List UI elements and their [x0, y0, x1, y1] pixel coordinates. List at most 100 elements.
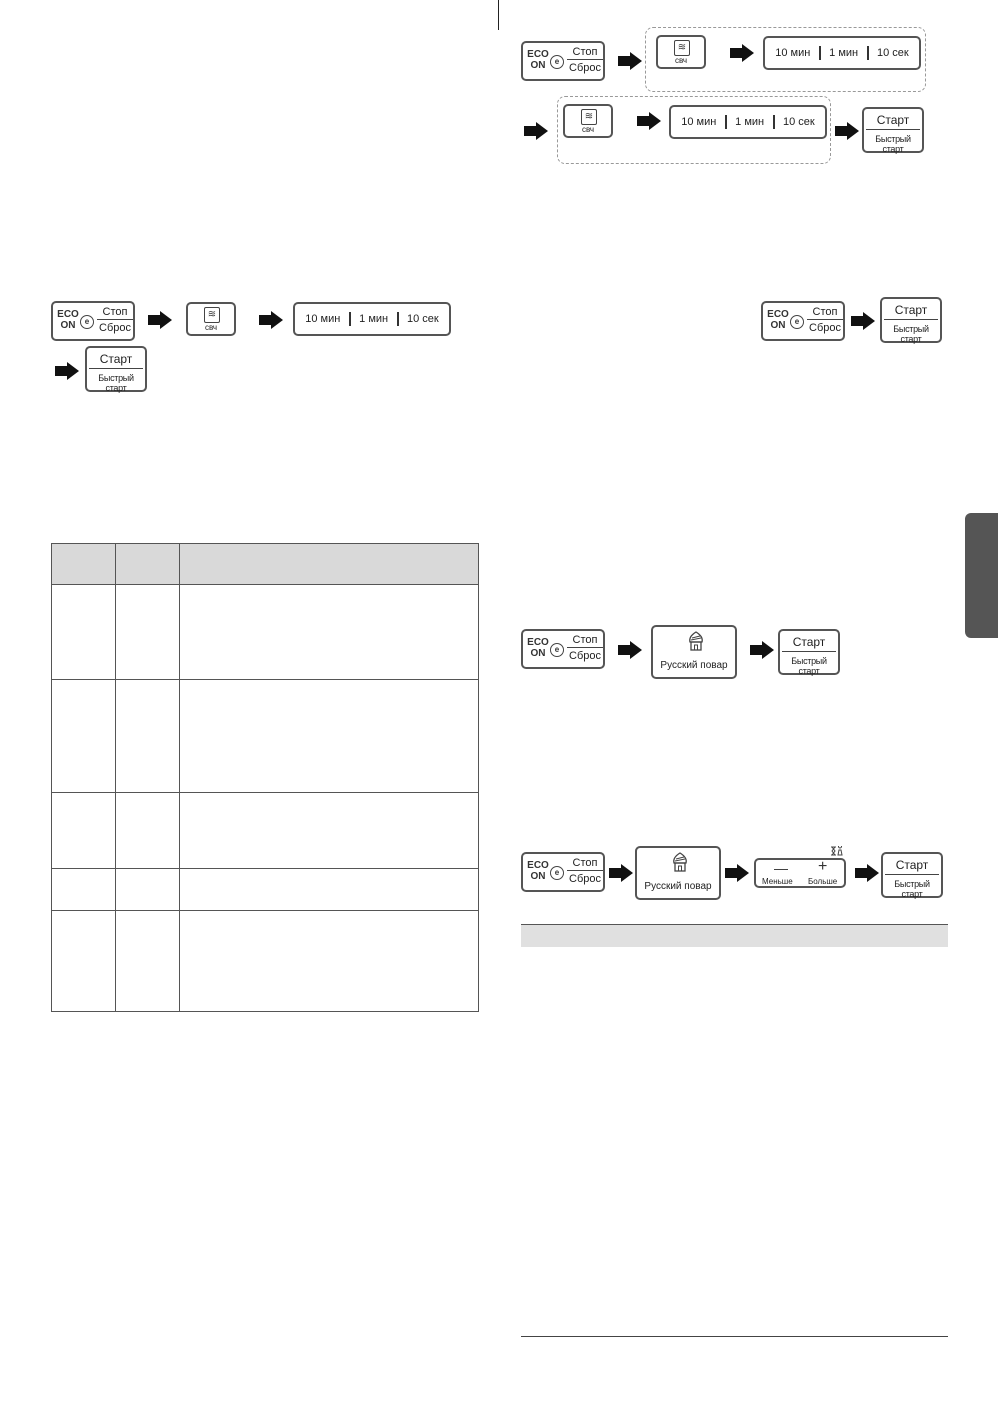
microwave-button[interactable]: ≋ свч [656, 35, 706, 69]
time-1min-label[interactable]: 1 мин [359, 313, 389, 325]
russian-chef-button[interactable]: Русский повар [651, 625, 737, 679]
stop-reset-button[interactable]: ECO ON e Стоп Сброс [521, 41, 605, 81]
start-label: Старт [89, 352, 143, 369]
arrow-right-icon [55, 362, 79, 380]
table-cell [115, 910, 180, 1012]
separator [772, 115, 775, 129]
stop-label: Стоп [807, 306, 843, 320]
reset-label: Сброс [569, 62, 601, 74]
eco-on-label: ECO ON [527, 637, 549, 659]
separator [348, 312, 351, 326]
table-cell [179, 584, 479, 680]
table-cell [115, 792, 180, 869]
eco-icon: e [790, 315, 804, 329]
stop-label: Стоп [97, 306, 133, 320]
time-10min-label[interactable]: 10 мин [775, 47, 811, 59]
stop-reset-button[interactable]: ECO ON e Стоп Сброс [521, 629, 605, 669]
time-1min-label[interactable]: 1 мин [735, 116, 765, 128]
microwave-icon: ≋ [204, 307, 220, 323]
table-header-cell [51, 543, 116, 585]
stop-reset-button[interactable]: ECO ON e Стоп Сброс [761, 301, 845, 341]
plus-icon[interactable]: + [818, 858, 828, 875]
stop-reset-button[interactable]: ECO ON e Стоп Сброс [521, 852, 605, 892]
arrow-right-icon [618, 52, 642, 70]
start-label: Старт [885, 858, 939, 875]
russian-chef-label: Русский повар [660, 660, 728, 671]
time-buttons[interactable]: 10 мин 1 мин 10 сек [763, 36, 921, 70]
minus-icon[interactable]: — [774, 860, 788, 876]
eco-on-label: ECO ON [527, 860, 549, 882]
time-buttons[interactable]: 10 мин 1 мин 10 сек [669, 105, 827, 139]
quick-start-label: Быстрый старт [875, 134, 911, 154]
table-cell [179, 792, 479, 869]
eco-icon: e [550, 643, 564, 657]
repeat-group-frame [557, 96, 831, 164]
less-more-button[interactable]: — + Меньше Больше [754, 858, 846, 888]
microwave-label: свч [204, 323, 218, 332]
start-button[interactable]: Старт Быстрый старт [778, 629, 840, 676]
time-10min-label[interactable]: 10 мин [305, 313, 341, 325]
table-row [51, 910, 479, 1012]
quick-start-label: Быстрый старт [98, 373, 134, 393]
arrow-right-icon [730, 44, 754, 62]
microwave-button[interactable]: ≋ свч [186, 302, 236, 336]
separator [866, 46, 869, 60]
start-button[interactable]: Старт Быстрый старт [881, 852, 943, 899]
arrow-right-icon [637, 112, 661, 130]
arrow-right-icon [750, 641, 774, 659]
start-button[interactable]: Старт Быстрый старт [880, 297, 942, 344]
eco-on-label: ECO ON [767, 309, 789, 331]
less-label: Меньше [762, 877, 793, 886]
arrow-right-icon [524, 122, 548, 140]
table-cell [179, 679, 479, 793]
stop-label: Стоп [567, 46, 603, 60]
quick-start-label: Быстрый старт [893, 324, 929, 344]
microwave-button[interactable]: ≋ свч [563, 104, 613, 138]
arrow-right-icon [618, 641, 642, 659]
start-button[interactable]: Старт Быстрый старт [85, 346, 147, 393]
microwave-icon: ≋ [674, 40, 690, 56]
microwave-icon: ≋ [581, 109, 597, 125]
arrow-right-icon [851, 312, 875, 330]
footer-rule [521, 1336, 948, 1337]
arrow-right-icon [148, 311, 172, 329]
separator [396, 312, 399, 326]
stop-label: Стоп [567, 634, 603, 648]
arrow-right-icon [259, 311, 283, 329]
table-cell [115, 584, 180, 680]
start-button[interactable]: Старт Быстрый старт [862, 107, 924, 154]
table-header-cell [115, 543, 180, 585]
repeat-group-frame [645, 27, 926, 92]
info-table [51, 543, 479, 1012]
eco-on-label: ECO ON [57, 309, 79, 331]
eco-icon: e [550, 866, 564, 880]
eco-icon: e [80, 315, 94, 329]
table-cell [51, 679, 116, 793]
section-tab [965, 513, 998, 638]
stop-reset-button[interactable]: ECO ON e Стоп Сброс [51, 301, 135, 341]
chef-dome-icon [689, 631, 703, 651]
start-label: Старт [884, 303, 938, 320]
time-10sec-label[interactable]: 10 сек [877, 47, 909, 59]
table-cell [179, 868, 479, 911]
time-10min-label[interactable]: 10 мин [681, 116, 717, 128]
table-cell [179, 910, 479, 1012]
russian-chef-label: Русский повар [644, 881, 712, 892]
quick-start-label: Быстрый старт [791, 656, 827, 676]
microwave-label: свч [674, 56, 688, 65]
eco-on-label: ECO ON [527, 49, 549, 71]
arrow-right-icon [855, 864, 879, 882]
time-1min-label[interactable]: 1 мин [829, 47, 859, 59]
start-label: Старт [866, 113, 920, 130]
reset-label: Сброс [809, 322, 841, 334]
time-buttons[interactable]: 10 мин 1 мин 10 сек [293, 302, 451, 336]
time-10sec-label[interactable]: 10 сек [783, 116, 815, 128]
table-cell [51, 792, 116, 869]
eco-icon: e [550, 55, 564, 69]
russian-chef-button[interactable]: Русский повар [635, 846, 721, 900]
reset-label: Сброс [569, 873, 601, 885]
table-cell [51, 584, 116, 680]
reset-label: Сброс [569, 650, 601, 662]
microwave-label: свч [581, 125, 595, 134]
time-10sec-label[interactable]: 10 сек [407, 313, 439, 325]
